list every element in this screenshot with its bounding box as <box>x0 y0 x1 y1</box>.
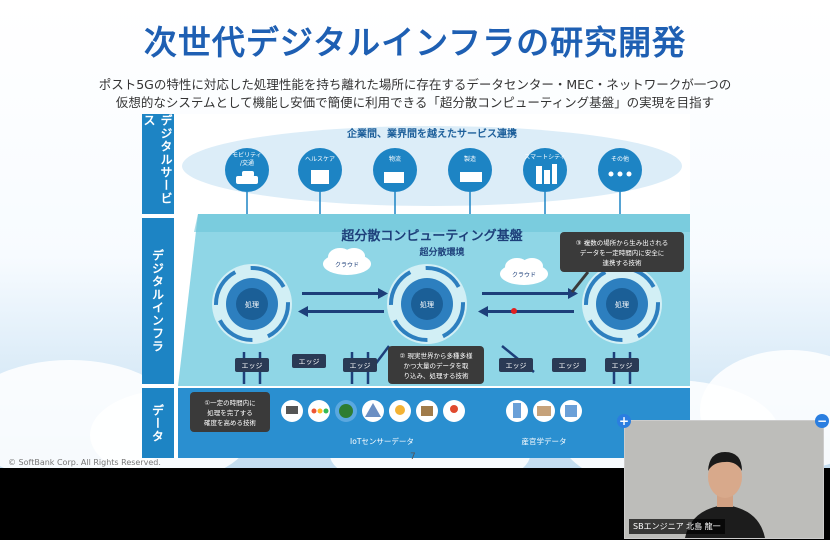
diagram-svg: 企業間、業界間を越えたサービス連携 モビリティ /交通 ヘルスケア 物流 製造 … <box>178 126 690 458</box>
note-3-line1: ③ 複数の場所から生み出される <box>576 238 668 247</box>
note-2-line1: ② 現実世界から多種多様 <box>400 351 473 360</box>
node-left <box>212 264 292 344</box>
note-3-line2: データを一定時間内に安全に <box>580 248 665 257</box>
slide-title: 次世代デジタルインフラの研究開発 <box>143 23 687 62</box>
note-2-box <box>388 346 484 384</box>
service-label-logistics: 物流 <box>389 155 401 163</box>
edge-label: エッジ <box>612 362 633 370</box>
cloud-right-shape <box>500 258 548 285</box>
edge-badges <box>235 354 639 372</box>
data-industry-label: 産官学データ <box>522 436 567 446</box>
node-right <box>582 264 662 344</box>
note-2-line2: かつ大量のデータを取 <box>404 361 470 370</box>
architecture-diagram: デジタルサービス デジタルインフラ データ <box>142 114 690 458</box>
service-label-smartcity: スマートシティ <box>524 154 565 161</box>
presentation-slide: 次世代デジタルインフラの研究開発 ポスト5Gの特性に対応した処理性能を持ち離れた… <box>0 0 830 468</box>
copyright-text: © SoftBank Corp. All Rights Reserved. <box>8 458 161 467</box>
service-label-mobility-line1: モビリティ <box>232 151 262 159</box>
service-label-mobility-line2: /交通 <box>240 159 254 167</box>
node-center-label: 処理 <box>420 300 434 309</box>
link-right-arrows <box>478 288 578 317</box>
edge-label: エッジ <box>559 362 580 370</box>
note-3-line3: 連携する技術 <box>603 258 643 267</box>
presenter-figure <box>625 421 823 538</box>
service-label-other: その他 <box>611 155 629 163</box>
cloud-left-shape <box>323 248 371 275</box>
edge-label: エッジ <box>350 362 371 370</box>
minimize-icon[interactable]: − <box>815 414 829 428</box>
service-glyphs <box>236 164 632 184</box>
platform-title: 超分散コンピューティング基盤 <box>341 228 523 244</box>
note-1-line3: 確度を高める技術 <box>204 418 257 427</box>
node-center <box>387 264 467 344</box>
edge-label: エッジ <box>506 362 527 370</box>
cloud-right-label: クラウド <box>512 271 536 279</box>
node-left-label: 処理 <box>245 300 259 309</box>
slide-subtitle-line1: ポスト5Gの特性に対応した処理性能を持ち離れた場所に存在するデータセンター・ME… <box>98 77 732 92</box>
service-connectors <box>246 192 621 214</box>
node-right-label: 処理 <box>615 300 629 309</box>
band-data: データ <box>142 388 174 458</box>
edge-label: エッジ <box>242 362 263 370</box>
note-3-pointer <box>570 271 590 293</box>
service-label-healthcare: ヘルスケア <box>305 156 335 163</box>
note-1-box <box>190 392 270 432</box>
platform-top-strip <box>194 214 690 232</box>
presenter-video-tile[interactable]: SBエンジニア 北島 龍一 <box>624 420 824 539</box>
edge-label: エッジ <box>299 358 320 366</box>
service-header: 企業間、業界間を越えたサービス連携 <box>346 127 517 140</box>
cloud-left-label: クラウド <box>335 261 359 269</box>
band-digital-service: デジタルサービス <box>142 114 174 214</box>
note-1-line2: 処理を完了する <box>207 408 253 417</box>
note-1-line1: ①一定の時間内に <box>204 398 255 407</box>
data-icon-glyphs <box>286 403 577 418</box>
platform-env-label: 超分散環境 <box>418 246 464 258</box>
slide-subtitle-line2: 仮想的なシステムとして機能し安価で簡便に利用できる「超分散コンピューティング基盤… <box>115 95 715 110</box>
note-2-line3: り込み、処理する技術 <box>404 371 470 380</box>
data-iot-label: IoTセンサーデータ <box>350 436 414 446</box>
note-3-box <box>560 232 684 272</box>
presenter-name-caption: SBエンジニア 北島 龍一 <box>629 519 725 534</box>
add-icon[interactable]: + <box>617 414 631 428</box>
link-left-arrows <box>298 288 388 317</box>
service-circles <box>225 148 642 192</box>
page-number: 7 <box>410 452 416 462</box>
band-digital-infra: デジタルインフラ <box>142 218 174 384</box>
service-label-manufacturing: 製造 <box>464 155 476 163</box>
